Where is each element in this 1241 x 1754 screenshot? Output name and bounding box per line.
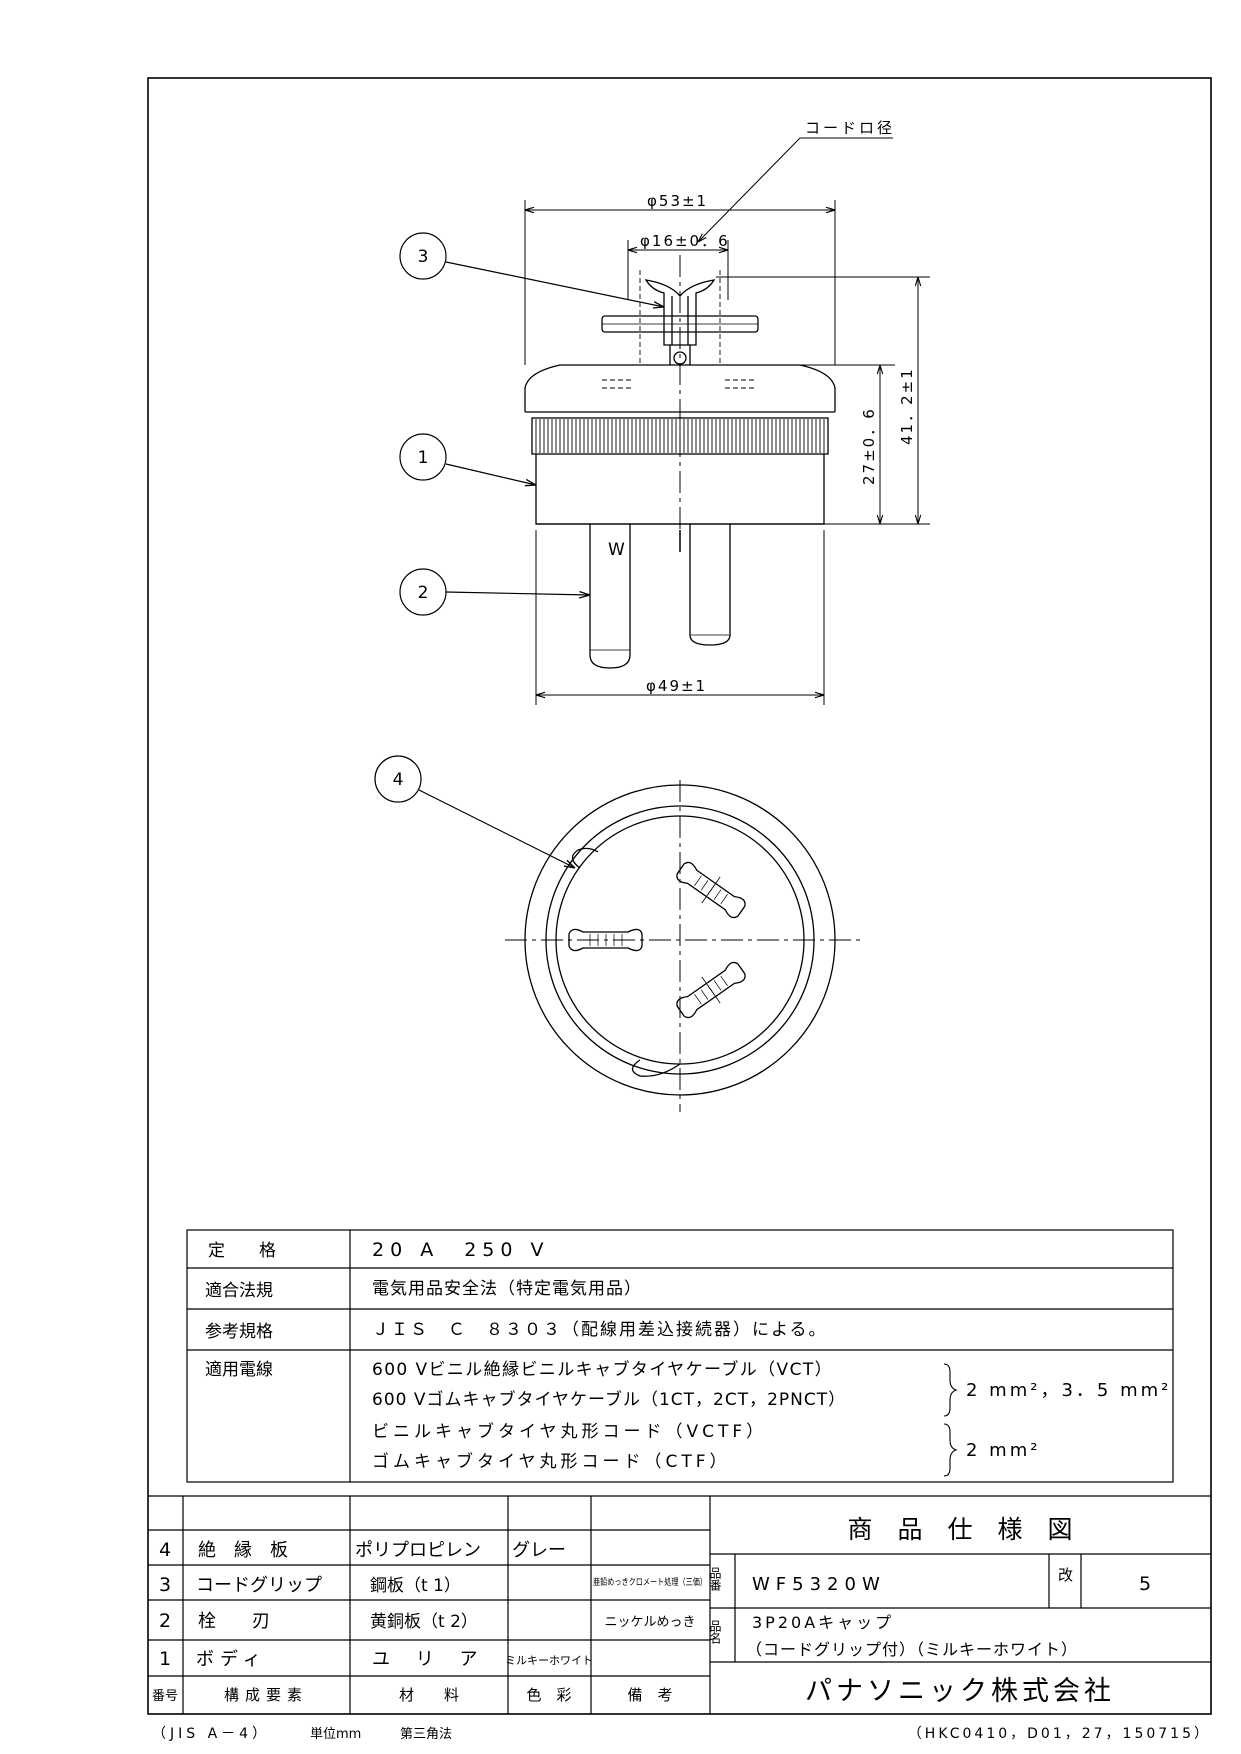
footer: （JIS A－4） 単位mm 第三角法 （HKC0410，D01，27，1507… (152, 1726, 1211, 1742)
part-2-remarks: ニッケルめっき (604, 1615, 695, 1630)
spec-table-text: 定 格 20 A 250 V 適合法規 電気用品安全法（特定電気用品） 参考規格… (205, 1239, 1171, 1472)
callout-1-circle (399, 433, 447, 481)
callout-2-number: 2 (418, 583, 429, 603)
callout-4-number: 4 (393, 770, 404, 790)
wire-size-1: 2 mm²，3．5 mm² (966, 1380, 1171, 1401)
part-number: WF5320W (752, 1574, 886, 1595)
dim-body-text: φ49±1 (646, 677, 707, 695)
part-3-remarks: 亜鉛めっきクロメート処理（三価） (593, 1576, 707, 1588)
callout-3-circle (399, 232, 447, 280)
brace-1 (943, 1363, 958, 1417)
product-name-1: 3P20Aキャップ (752, 1613, 894, 1632)
company-name: パナソニック株式会社 (805, 1676, 1115, 1707)
spec-value-law: 電気用品安全法（特定電気用品） (372, 1279, 642, 1299)
rev-number: 5 (1139, 1573, 1151, 1595)
callout-4-circle (374, 755, 422, 803)
dim-height-body-text: 27±0．6 (860, 407, 878, 485)
parts-table-text: 4 絶 縁 板 ポリプロピレン グレー 3 コードグリップ 鋼板（t 1） 亜鉛… (152, 1539, 707, 1704)
callout-numbers: 3 1 2 4 (393, 247, 429, 790)
part-4-name: 絶 縁 板 (198, 1540, 288, 1561)
cord-diameter-label: コードロ径 (805, 119, 895, 137)
header-name: 構成要素 (224, 1686, 308, 1704)
front-view (505, 780, 860, 1112)
part-no-label: 品番 (708, 1567, 722, 1592)
drawing-title: 商 品 仕 様 図 (847, 1515, 1072, 1544)
unit-label: 単位mm (310, 1726, 361, 1742)
cord-grip (644, 279, 716, 346)
spec-label-rating: 定 格 (208, 1241, 276, 1261)
blade-left (589, 524, 631, 669)
callouts (374, 232, 664, 868)
part-1-no: 1 (159, 1648, 171, 1670)
header-remarks: 備 考 (627, 1686, 672, 1704)
header-no: 番号 (152, 1689, 178, 1704)
brace-2 (943, 1423, 958, 1477)
dim-outer-text: φ53±1 (647, 192, 708, 210)
spec-label-standard: 参考規格 (205, 1322, 273, 1342)
part-4-no: 4 (159, 1539, 171, 1561)
spec-table (186, 1229, 1174, 1483)
cap-top (524, 364, 836, 412)
blade-mark: W (608, 540, 625, 560)
spec-wire-line-4: ゴムキャブタイヤ丸形コード（CTF） (372, 1451, 731, 1472)
part-4-material: ポリプロピレン (355, 1540, 481, 1561)
callout-3-number: 3 (418, 247, 429, 267)
dim-cord-text: φ16±0．6 (640, 232, 730, 250)
wire-size-2: 2 mm² (966, 1440, 1040, 1461)
part-3-material: 鋼板（t 1） (370, 1576, 461, 1596)
leader-cord (698, 137, 801, 242)
part-2-material: 黄銅板（t 2） (370, 1612, 478, 1632)
blade-right (689, 524, 731, 646)
spec-label-law: 適合法規 (205, 1281, 273, 1301)
part-1-material: ユ リ ア (372, 1649, 487, 1670)
knurled-ring (531, 417, 829, 455)
part-1-name: ボディ (196, 1649, 267, 1670)
product-name-2: （コードグリップ付）（ミルキーホワイト） (746, 1640, 1078, 1659)
header-color: 色 彩 (526, 1686, 571, 1704)
part-3-no: 3 (159, 1574, 171, 1596)
document-code: （HKC0410，D01，27，150715） (908, 1726, 1211, 1742)
callout-1-number: 1 (418, 448, 429, 468)
spec-label-wire: 適用電線 (205, 1360, 273, 1380)
projection-label: 第三角法 (400, 1727, 452, 1742)
slot-left (568, 928, 643, 952)
slot-top-right (676, 861, 746, 919)
spec-value-rating: 20 A 250 V (372, 1239, 550, 1261)
drawing-frame (147, 77, 1212, 1715)
part-1-color: ミルキーホワイト (505, 1654, 593, 1667)
side-view (524, 255, 836, 669)
spec-wire-line-2: 600 Vゴムキャブタイヤケーブル（1CT，2CT，2PNCT） (372, 1389, 846, 1410)
slot-bottom-right (676, 961, 746, 1019)
title-block-text: 商 品 仕 様 図 品番 WF5320W 改 5 品名 3P20Aキャップ （コ… (708, 1515, 1151, 1707)
rev-label: 改 (1058, 1566, 1073, 1584)
paper-size: （JIS A－4） (152, 1726, 270, 1742)
spec-value-standard: ＪＩＳ Ｃ ８３０３（配線用差込接続器）による。 (372, 1320, 828, 1340)
spec-wire-line-1: 600 Vビニル絶縁ビニルキャブタイヤケーブル（VCT） (372, 1359, 833, 1380)
spec-wire-line-3: ビニルキャブタイヤ丸形コード（VCTF） (372, 1421, 767, 1442)
parts-table-grid (148, 1495, 1211, 1714)
part-2-name: 栓 刃 (198, 1611, 270, 1632)
part-2-no: 2 (159, 1610, 171, 1632)
side-dimension-texts: コードロ径 φ53±1 φ16±0．6 φ49±1 27±0．6 41．2±1 … (608, 119, 916, 695)
side-dimensions (524, 137, 930, 705)
part-4-color: グレー (512, 1540, 566, 1561)
knurl-lines (535, 419, 825, 453)
name-label: 品名 (708, 1620, 722, 1644)
part-3-name: コードグリップ (196, 1575, 322, 1596)
header-material: 材 料 (399, 1686, 459, 1704)
dim-height-total-text: 41．2±1 (898, 367, 916, 445)
